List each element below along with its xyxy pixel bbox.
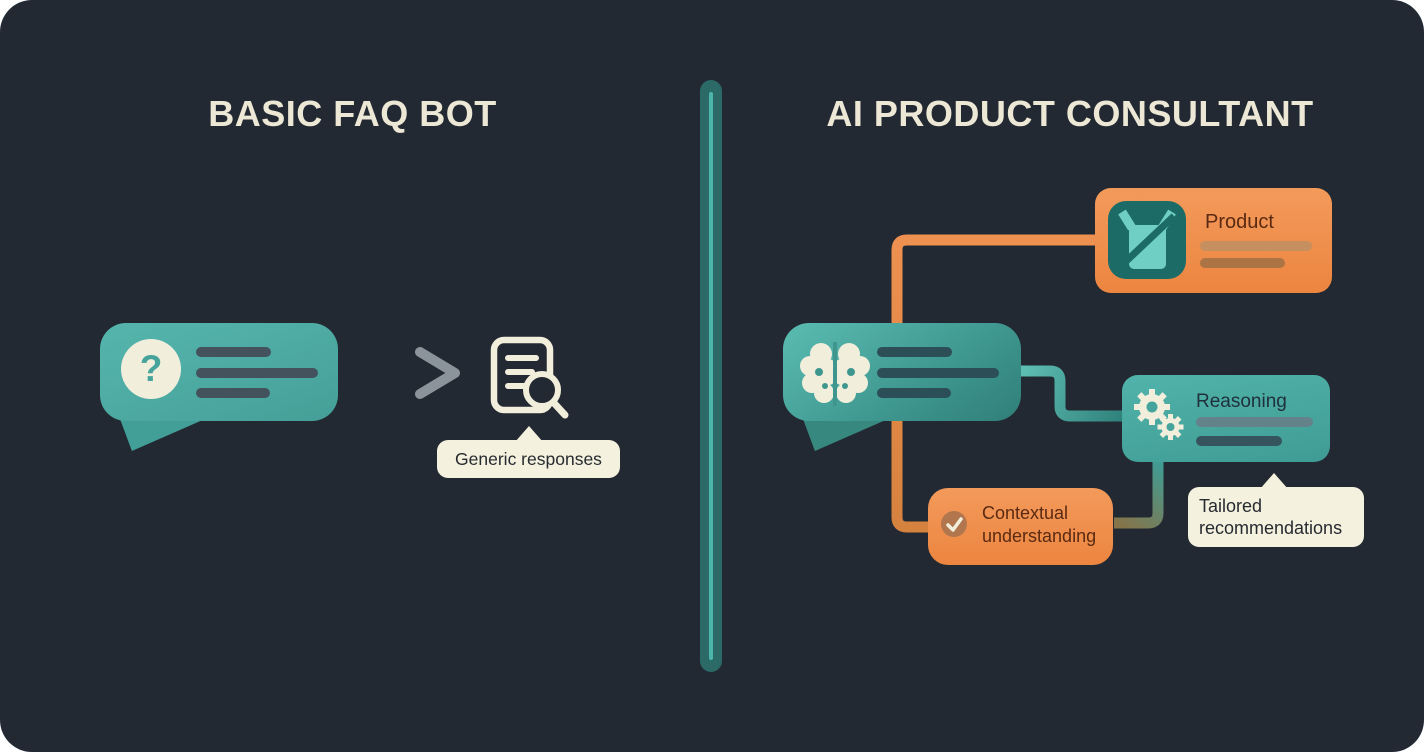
ai-speech-bubble bbox=[783, 323, 1021, 421]
divider-highlight bbox=[709, 92, 713, 660]
package-icon bbox=[1108, 201, 1186, 279]
text-placeholder-line bbox=[196, 368, 318, 378]
reasoning-node: Reasoning bbox=[1122, 375, 1330, 462]
check-icon bbox=[941, 511, 967, 537]
document-search-icon bbox=[490, 336, 569, 419]
faq-speech-bubble: ? bbox=[100, 323, 338, 421]
text-placeholder-line bbox=[877, 368, 999, 378]
text-placeholder-line bbox=[1196, 436, 1282, 446]
product-label: Product bbox=[1205, 211, 1274, 233]
text-placeholder-line bbox=[196, 388, 270, 398]
text-placeholder-line bbox=[196, 347, 271, 357]
arrow-right-icon bbox=[358, 347, 460, 399]
gears-icon bbox=[1134, 389, 1184, 440]
contextual-label: Contextual understanding bbox=[982, 502, 1096, 548]
tailored-label-line2: recommendations bbox=[1199, 518, 1343, 538]
question-glyph: ? bbox=[139, 348, 163, 389]
text-placeholder-line bbox=[1200, 258, 1285, 268]
question-mark-icon: ? bbox=[121, 339, 181, 399]
right-section-title: AI PRODUCT CONSULTANT bbox=[826, 93, 1314, 134]
text-placeholder-line bbox=[877, 347, 952, 357]
contextual-node: Contextual understanding bbox=[928, 488, 1113, 565]
text-placeholder-line bbox=[1200, 241, 1312, 251]
product-node: Product bbox=[1095, 188, 1332, 293]
tailored-recommendations-tooltip: Tailored recommendations bbox=[1188, 473, 1364, 547]
reasoning-label: Reasoning bbox=[1196, 391, 1287, 412]
tailored-label-line1: Tailored bbox=[1199, 496, 1263, 516]
section-divider bbox=[700, 80, 722, 672]
brain-icon bbox=[800, 342, 870, 406]
connector-reasoning-to-contextual bbox=[1114, 461, 1164, 529]
connector-bubble-to-reasoning bbox=[1019, 365, 1123, 422]
text-placeholder-line bbox=[877, 388, 951, 398]
tooltip-label: Generic responses bbox=[455, 448, 602, 469]
text-placeholder-line bbox=[1196, 417, 1313, 427]
contextual-label-line2: understanding bbox=[982, 526, 1097, 546]
generic-responses-tooltip: Generic responses bbox=[437, 426, 620, 478]
left-section-title: BASIC FAQ BOT bbox=[208, 93, 497, 134]
contextual-label-line1: Contextual bbox=[982, 503, 1069, 523]
